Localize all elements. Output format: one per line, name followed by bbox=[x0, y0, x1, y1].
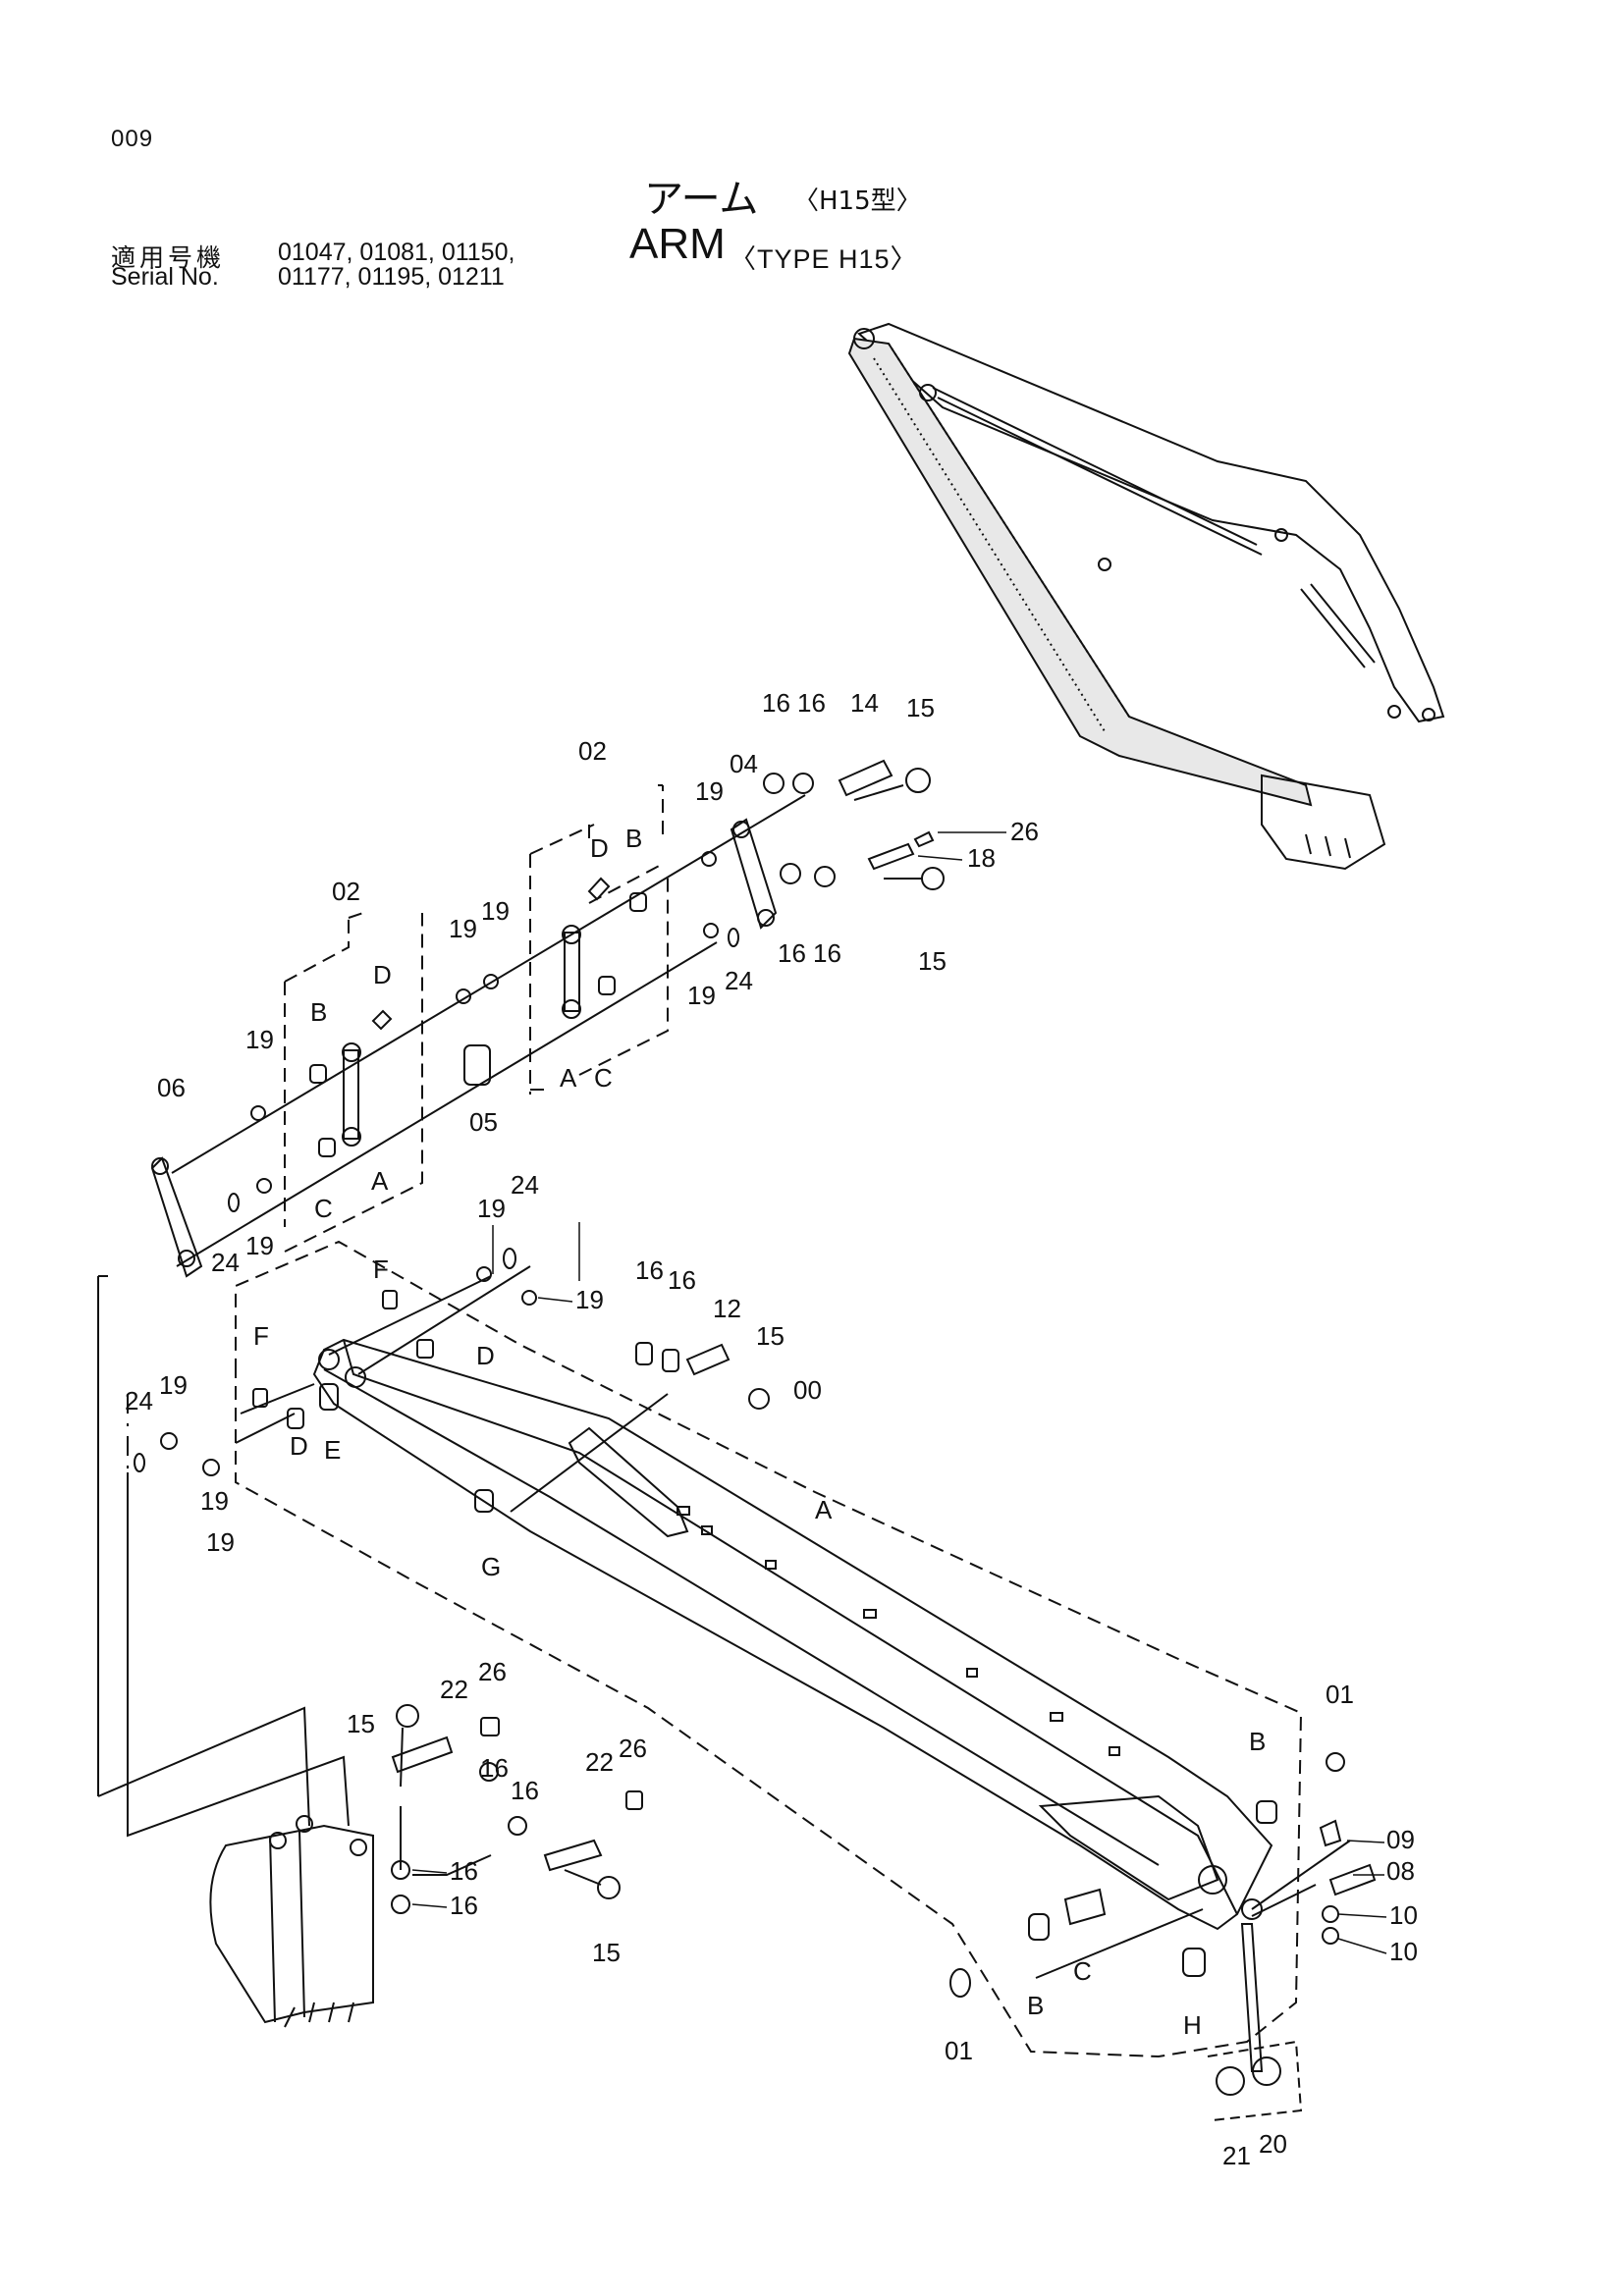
callout-24: 24 bbox=[511, 1170, 539, 1200]
callout-08: 08 bbox=[1386, 1856, 1415, 1886]
callout-02: 02 bbox=[332, 877, 360, 906]
callout-12: 12 bbox=[713, 1294, 741, 1323]
callout-19: 19 bbox=[449, 914, 477, 943]
page-number: 009 bbox=[111, 126, 154, 152]
callout-19: 19 bbox=[481, 896, 510, 926]
callout-15: 15 bbox=[756, 1321, 785, 1351]
callout-24: 24 bbox=[125, 1386, 153, 1415]
callout-19: 19 bbox=[477, 1194, 506, 1223]
letter-label: F bbox=[253, 1321, 269, 1351]
callout-10: 10 bbox=[1389, 1937, 1418, 1966]
callout-22: 22 bbox=[585, 1747, 614, 1777]
callout-21: 21 bbox=[1222, 2141, 1251, 2170]
letter-label: C bbox=[594, 1063, 613, 1093]
callout-16: 16 bbox=[778, 938, 806, 968]
callout-leader-lines bbox=[411, 831, 1387, 1954]
callout-24: 24 bbox=[211, 1248, 240, 1277]
callout-15: 15 bbox=[906, 693, 935, 722]
letter-label: D bbox=[290, 1431, 308, 1461]
callout-18: 18 bbox=[967, 843, 996, 873]
callout-16: 16 bbox=[635, 1255, 664, 1285]
callout-19: 19 bbox=[575, 1285, 604, 1314]
letter-label: B bbox=[1249, 1727, 1266, 1756]
callout-19: 19 bbox=[206, 1527, 235, 1557]
serial-label-japanese: 適用号機 bbox=[111, 243, 226, 272]
callout-19: 19 bbox=[687, 981, 716, 1010]
callout-16: 16 bbox=[450, 1891, 478, 1920]
callout-26: 26 bbox=[1010, 817, 1039, 846]
callout-20: 20 bbox=[1259, 2129, 1287, 2159]
callout-19: 19 bbox=[200, 1486, 229, 1516]
callout-16: 16 bbox=[511, 1776, 539, 1805]
letter-label: D bbox=[373, 960, 392, 989]
serial-numbers-line-2: 01177, 01195, 01211 bbox=[278, 263, 505, 291]
letter-label: C bbox=[1073, 1956, 1092, 1986]
serial-numbers-line-1: 01047, 01081, 01150, bbox=[278, 239, 515, 266]
serial-label-english: Serial No. bbox=[111, 263, 219, 291]
callout-06: 06 bbox=[157, 1073, 186, 1102]
part-callouts: 00 01 01 02 02 04 05 06 08 09 10 10 12 1… bbox=[125, 688, 1418, 2170]
upper-link-assembly bbox=[150, 759, 945, 1306]
arm-structure bbox=[235, 1240, 1351, 2058]
callout-15: 15 bbox=[347, 1709, 375, 1738]
letter-label: D bbox=[476, 1341, 495, 1370]
callout-26: 26 bbox=[619, 1734, 647, 1763]
letter-label: G bbox=[481, 1552, 501, 1581]
letter-label: H bbox=[1183, 2010, 1202, 2040]
title-japanese: アーム bbox=[644, 177, 759, 222]
callout-26: 26 bbox=[478, 1657, 507, 1686]
callout-14: 14 bbox=[850, 688, 879, 718]
callout-09: 09 bbox=[1386, 1825, 1415, 1854]
callout-24: 24 bbox=[725, 966, 753, 995]
callout-02: 02 bbox=[578, 736, 607, 766]
title-english-type: 〈TYPE H15〉 bbox=[730, 244, 918, 274]
callout-19: 19 bbox=[245, 1025, 274, 1054]
callout-16: 16 bbox=[813, 938, 841, 968]
letter-label: B bbox=[1027, 1991, 1044, 2020]
title-english: ARM bbox=[629, 220, 726, 268]
callout-01: 01 bbox=[945, 2036, 973, 2065]
assembly-letter-labels: A A A B B B B C C C D D D D E F F G H bbox=[253, 824, 1266, 2040]
bucket-assembly bbox=[97, 1275, 643, 2028]
callout-16: 16 bbox=[762, 688, 790, 718]
callout-22: 22 bbox=[440, 1675, 468, 1704]
callout-15: 15 bbox=[592, 1938, 621, 1967]
letter-label: D bbox=[590, 833, 609, 863]
letter-label: E bbox=[324, 1435, 341, 1465]
letter-label: B bbox=[310, 997, 327, 1027]
letter-label: A bbox=[371, 1166, 389, 1196]
callout-10: 10 bbox=[1389, 1900, 1418, 1930]
callout-05: 05 bbox=[469, 1107, 498, 1137]
callout-16: 16 bbox=[450, 1856, 478, 1886]
letter-label: F bbox=[373, 1255, 389, 1284]
callout-16: 16 bbox=[797, 688, 826, 718]
excavator-arm-overview-illustration bbox=[847, 322, 1445, 871]
letter-label: A bbox=[815, 1495, 833, 1524]
callout-00: 00 bbox=[793, 1375, 822, 1405]
callout-16: 16 bbox=[668, 1265, 696, 1295]
letter-label: A bbox=[560, 1063, 577, 1093]
callout-16: 16 bbox=[480, 1753, 509, 1783]
title-japanese-type: 〈H15型〉 bbox=[793, 187, 922, 216]
letter-label: B bbox=[625, 824, 642, 853]
callout-04: 04 bbox=[730, 749, 758, 778]
letter-label: C bbox=[314, 1194, 333, 1223]
callout-01: 01 bbox=[1326, 1680, 1354, 1709]
arm-fittings bbox=[134, 1290, 1377, 2121]
callout-19: 19 bbox=[159, 1370, 188, 1400]
callout-19: 19 bbox=[695, 776, 724, 806]
callout-19: 19 bbox=[245, 1231, 274, 1260]
callout-15: 15 bbox=[918, 946, 947, 976]
